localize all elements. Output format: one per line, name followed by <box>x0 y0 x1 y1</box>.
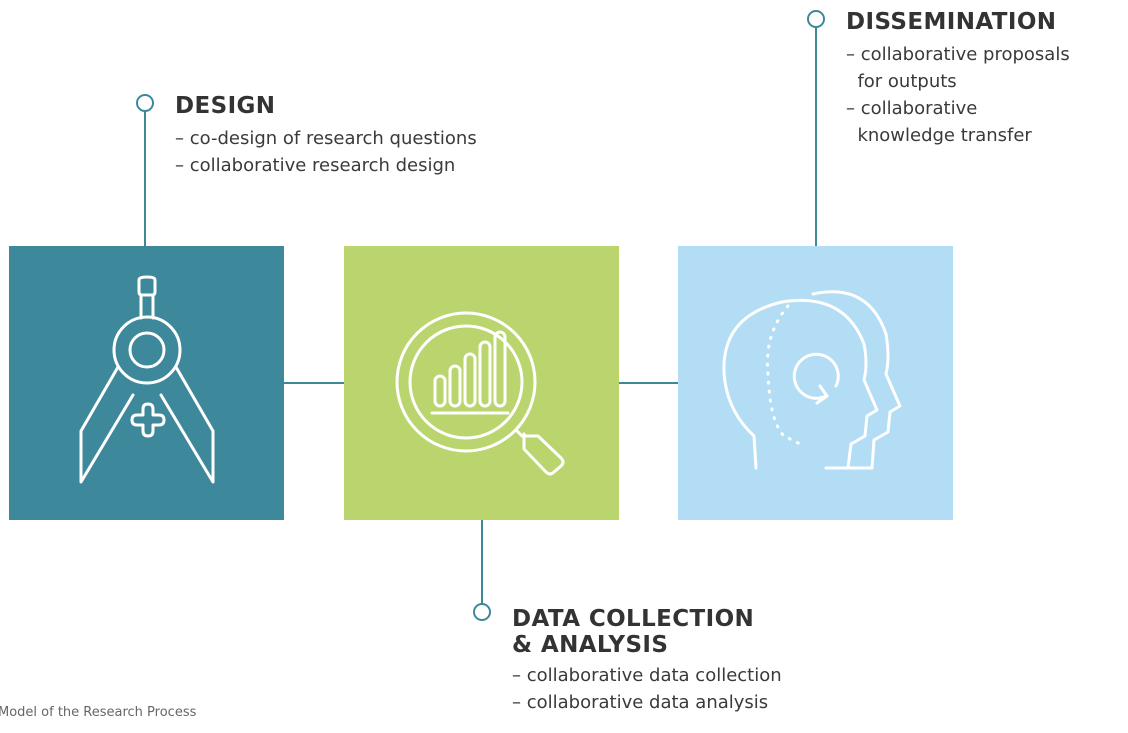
design-items: – co-design of research questions – coll… <box>175 125 477 179</box>
list-item: – collaborative <box>846 98 978 119</box>
figure-caption: Model of the Research Process <box>0 705 197 720</box>
compass-plus-icon <box>79 275 215 484</box>
list-item: – collaborative data collection <box>512 665 782 686</box>
data-title-line1: DATA COLLECTION <box>512 606 755 632</box>
list-item: – collaborative proposals <box>846 44 1070 65</box>
dissemination-title: DISSEMINATION <box>846 9 1057 35</box>
design-node <box>136 94 154 112</box>
list-item: for outputs <box>846 71 957 92</box>
head-cycle-icon <box>722 290 902 470</box>
data-title-line2: & ANALYSIS <box>512 632 669 658</box>
design-title: DESIGN <box>175 93 276 119</box>
list-item: – collaborative data analysis <box>512 692 769 713</box>
dissemination-items: – collaborative proposals for outputs – … <box>846 41 1070 149</box>
data-node <box>473 603 491 621</box>
data-stage-text: DATA COLLECTION & ANALYSIS – collaborati… <box>512 606 782 716</box>
list-item: – collaborative research design <box>175 155 456 176</box>
dissemination-stage-box <box>678 246 953 520</box>
magnifier-bar-chart-icon <box>395 311 565 476</box>
design-stage-text: DESIGN – co-design of research questions… <box>175 93 477 179</box>
dissemination-node <box>807 10 825 28</box>
list-item: knowledge transfer <box>846 125 1032 146</box>
data-items: – collaborative data collection – collab… <box>512 662 782 716</box>
dissemination-stage-text: DISSEMINATION – collaborative proposals … <box>846 9 1070 149</box>
list-item: – co-design of research questions <box>175 128 477 149</box>
data-stage-box <box>344 246 619 520</box>
design-stage-box <box>9 246 284 520</box>
